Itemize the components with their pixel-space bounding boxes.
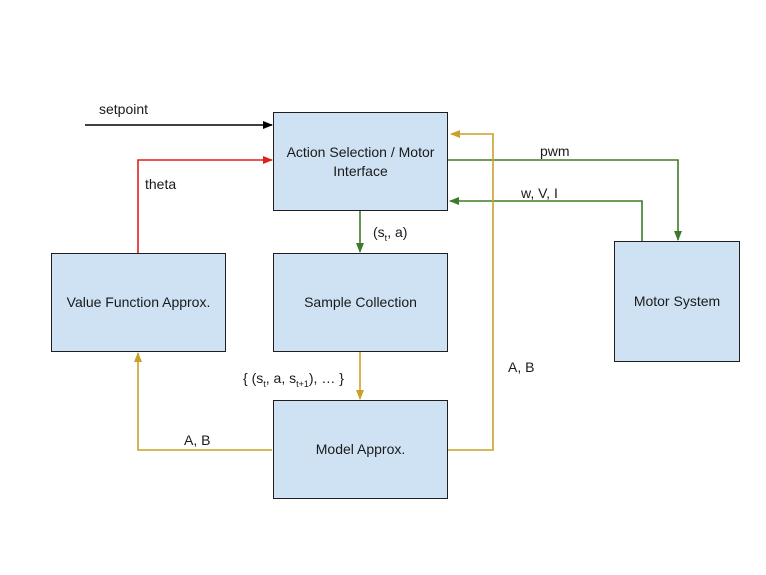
value-function-box: Value Function Approx. <box>51 253 226 352</box>
value-function-label: Value Function Approx. <box>66 294 211 310</box>
ab-left-label: A, B <box>184 432 211 448</box>
arrow-wvi <box>449 197 643 241</box>
arrow-pwm <box>448 159 682 241</box>
st-a-sub-t: t <box>384 232 388 243</box>
st-a-open: (s <box>373 224 385 240</box>
theta-label: theta <box>145 176 177 192</box>
model-approx-box: Model Approx. <box>273 400 448 499</box>
samples-sub-t1: t+1 <box>296 378 309 389</box>
st-a-close: , a) <box>387 224 408 240</box>
st-a-label: (st, a) <box>373 224 408 243</box>
motor-system-label: Motor System <box>633 293 721 309</box>
samples-label: { (st, a, st+1), … } <box>243 370 344 389</box>
action-selection-box: Action Selection / Motor Interface <box>273 112 448 211</box>
model-approx-label: Model Approx. <box>315 441 406 457</box>
samples-close: ), … } <box>308 370 344 386</box>
motor-system-box: Motor System <box>614 241 740 362</box>
arrow-ab-left <box>134 352 272 451</box>
samples-open: { (s <box>243 370 264 386</box>
samples-sub-t: t <box>263 378 266 389</box>
wvi-label: w, V, I <box>521 185 558 201</box>
arrow-ab-right <box>448 130 494 451</box>
setpoint-label: setpoint <box>99 101 149 117</box>
sample-collection-label: Sample Collection <box>304 294 417 310</box>
ab-right-label: A, B <box>508 359 535 375</box>
samples-mid: , a, s <box>265 370 297 386</box>
arrow-theta <box>137 156 273 253</box>
sample-collection-box: Sample Collection <box>273 253 448 352</box>
pwm-label: pwm <box>540 143 570 159</box>
action-selection-label: Action Selection / Motor Interface <box>286 143 435 179</box>
